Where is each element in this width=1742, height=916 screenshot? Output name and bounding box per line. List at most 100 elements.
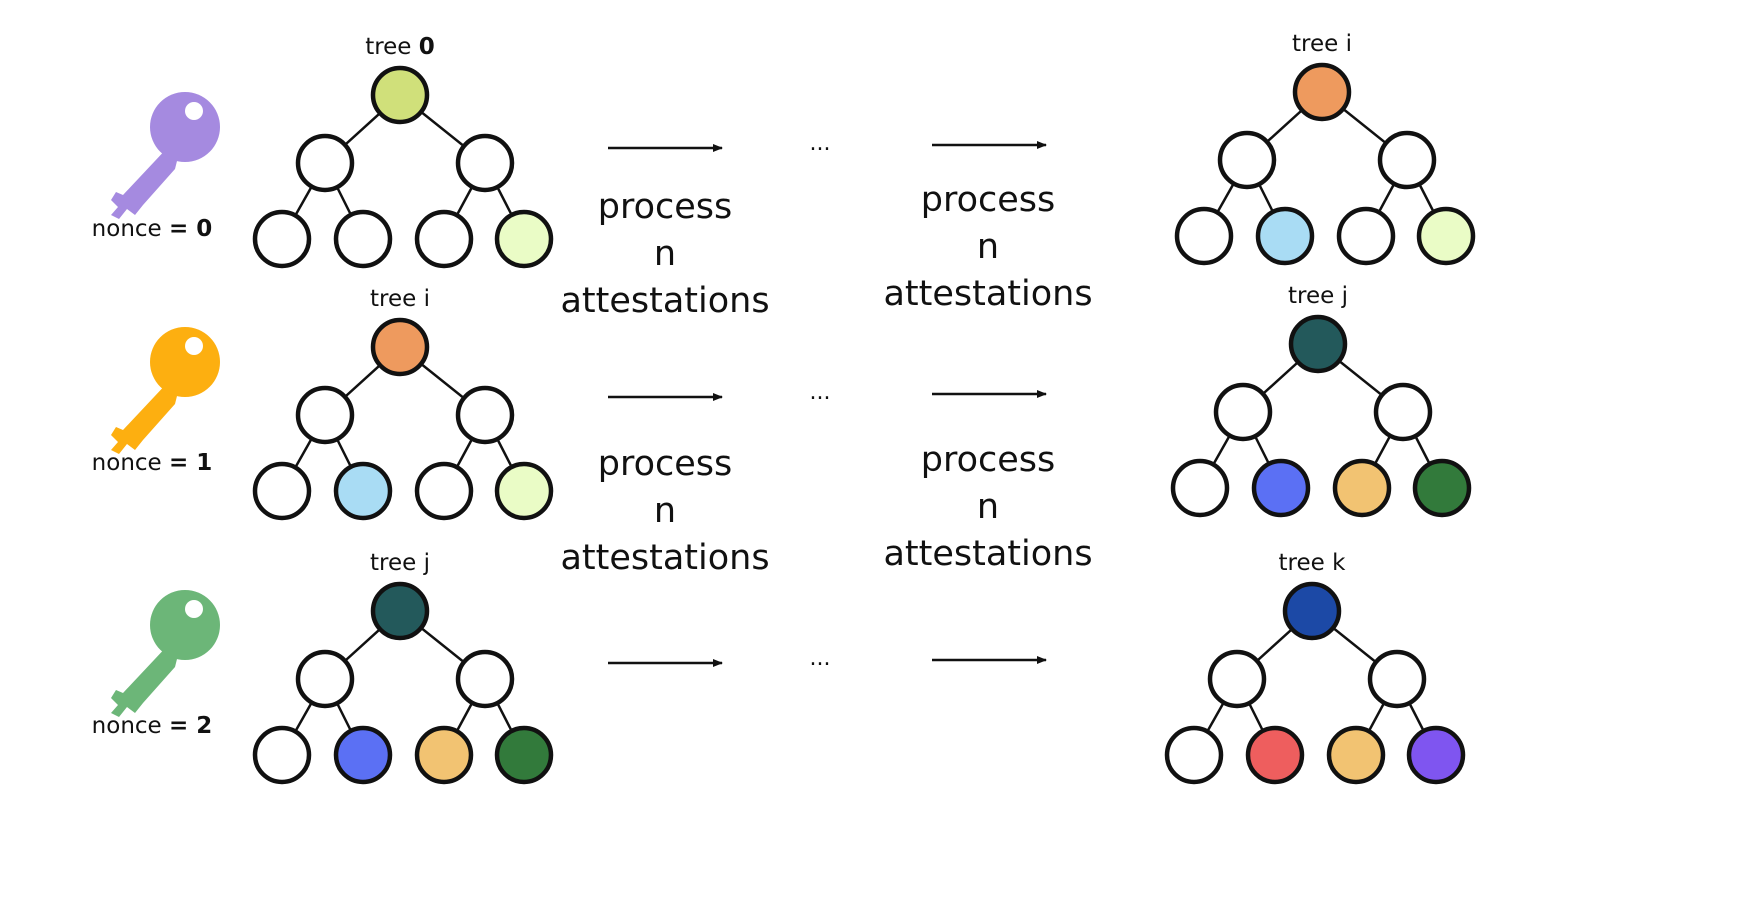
left-tree: tree j: [252, 550, 554, 785]
nonce-word: nonce: [92, 713, 169, 739]
tree-label-id: j: [1341, 283, 1348, 309]
tree-label-word: tree: [1288, 283, 1342, 309]
tree-label: tree i: [370, 286, 430, 312]
nonce-label: nonce = 2: [92, 713, 213, 739]
root-node: [370, 581, 430, 641]
key-icon: [111, 92, 220, 219]
leaf-node: [1326, 725, 1386, 785]
ellipsis: ...: [810, 131, 831, 156]
nonce-eq: =: [169, 450, 196, 476]
inner-node: [295, 133, 355, 193]
right-tree: tree k: [1164, 550, 1466, 785]
tree-label-id: 0: [419, 34, 435, 60]
leaf-node: [333, 209, 393, 269]
process-label-line: attestations: [560, 281, 769, 321]
key-hole: [185, 337, 203, 355]
nonce-word: nonce: [92, 216, 169, 242]
leaf-node: [494, 725, 554, 785]
left-tree: tree i: [252, 286, 554, 521]
process-label-line: process: [921, 180, 1056, 220]
tree-label-id: i: [424, 286, 430, 312]
tree-label-word: tree: [1292, 31, 1346, 57]
leaf-node: [333, 461, 393, 521]
right-tree: tree i: [1174, 31, 1476, 266]
nonce-value: 0: [196, 216, 212, 242]
nonce-value: 2: [196, 713, 212, 739]
key-icon: [111, 590, 220, 717]
root-node: [1288, 314, 1348, 374]
inner-node: [1217, 130, 1277, 190]
tree-label: tree k: [1279, 550, 1347, 576]
key-bow: [150, 590, 220, 660]
inner-node: [1213, 382, 1273, 442]
nonce-eq: =: [169, 713, 196, 739]
root-node: [1292, 62, 1352, 122]
leaf-node: [252, 209, 312, 269]
nonce-value: 1: [196, 450, 212, 476]
key-bow: [150, 92, 220, 162]
tree-label: tree j: [370, 550, 430, 576]
leaf-node: [252, 725, 312, 785]
leaf-node: [1412, 458, 1472, 518]
leaf-node: [1406, 725, 1466, 785]
ellipsis: ...: [810, 380, 831, 405]
leaf-node: [414, 461, 474, 521]
left-tree: tree 0: [252, 34, 554, 269]
inner-node: [455, 133, 515, 193]
tree-label-word: tree: [370, 550, 424, 576]
root-node: [370, 65, 430, 125]
nonce-label: nonce = 0: [92, 216, 213, 242]
tree-label-word: tree: [365, 34, 419, 60]
process-label-line: attestations: [883, 534, 1092, 574]
leaf-node: [1170, 458, 1230, 518]
leaf-node: [414, 209, 474, 269]
root-node: [1282, 581, 1342, 641]
leaf-node: [414, 725, 474, 785]
leaf-node: [333, 725, 393, 785]
leaf-node: [1336, 206, 1396, 266]
process-label-line: process: [921, 440, 1056, 480]
process-label-line: attestations: [560, 538, 769, 578]
inner-node: [1207, 649, 1267, 709]
key-bow: [150, 327, 220, 397]
leaf-node: [1255, 206, 1315, 266]
nonce-word: nonce: [92, 450, 169, 476]
tree-label-id: j: [423, 550, 430, 576]
process-label-right: process n attestations: [883, 180, 1092, 314]
tree-label: tree j: [1288, 283, 1348, 309]
tree-label: tree i: [1292, 31, 1352, 57]
inner-node: [455, 649, 515, 709]
inner-node: [455, 385, 515, 445]
inner-node: [1377, 130, 1437, 190]
leaf-node: [494, 209, 554, 269]
tree-label: tree 0: [365, 34, 435, 60]
leaf-node: [1416, 206, 1476, 266]
right-tree: tree j: [1170, 283, 1472, 518]
tree-label-id: i: [1346, 31, 1352, 57]
inner-node: [295, 385, 355, 445]
process-label-line: attestations: [883, 274, 1092, 314]
leaf-node: [252, 461, 312, 521]
nonce-label: nonce = 1: [92, 450, 213, 476]
process-label-line: n: [977, 227, 999, 267]
key-icon: [111, 327, 220, 454]
leaf-node: [1245, 725, 1305, 785]
leaf-node: [1251, 458, 1311, 518]
process-label-line: process: [598, 444, 733, 484]
key-hole: [185, 102, 203, 120]
tree-label-id: k: [1332, 550, 1346, 576]
leaf-node: [494, 461, 554, 521]
key-hole: [185, 600, 203, 618]
leaf-node: [1164, 725, 1224, 785]
tree-label-word: tree: [1279, 550, 1333, 576]
inner-node: [295, 649, 355, 709]
tree-label-word: tree: [370, 286, 424, 312]
